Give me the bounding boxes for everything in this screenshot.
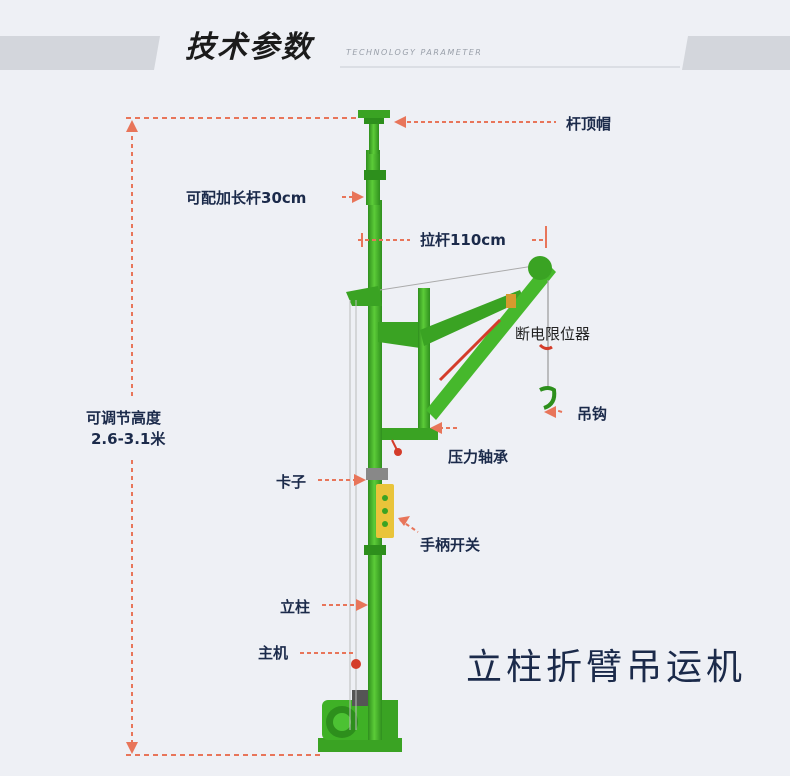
callout-limit-switch: 断电限位器: [515, 325, 591, 343]
header-band: [0, 36, 790, 70]
section-title: 技术参数: [185, 30, 313, 65]
callout-hook: 吊钩: [577, 405, 608, 423]
callout-pull-rod: 拉杆110cm: [420, 231, 506, 249]
section-subtitle: TECHNOLOGY PARAMETER: [346, 48, 483, 57]
height-label-line1: 可调节高度: [86, 409, 162, 427]
callout-bearing: 压力轴承: [448, 448, 509, 466]
callout-column: 立柱: [280, 598, 311, 616]
callout-motor: 主机: [258, 644, 289, 662]
product-name: 立柱折臂吊运机: [466, 647, 747, 688]
height-dimension: [126, 117, 360, 756]
callout-cap: 杆顶帽: [566, 115, 612, 133]
callout-clamp: 卡子: [276, 473, 307, 491]
callout-extension: 可配加长杆30cm: [186, 189, 307, 207]
callout-handle-switch: 手柄开关: [420, 536, 481, 554]
height-label-line2: 2.6-3.1米: [91, 430, 166, 448]
